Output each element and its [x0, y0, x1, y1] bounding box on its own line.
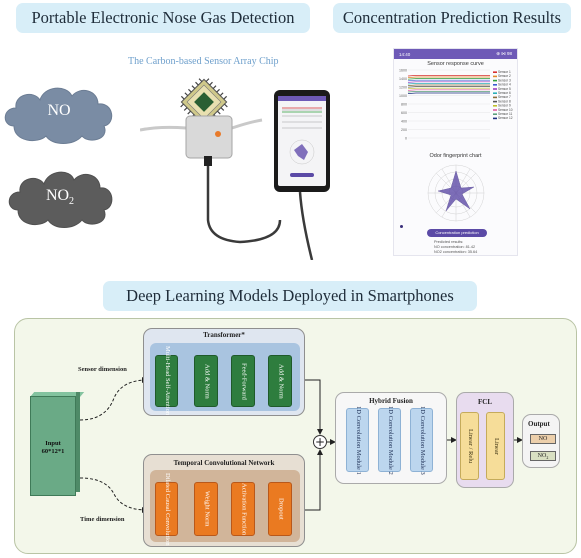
output-no-card: NO: [530, 434, 556, 444]
app-screenshot: 14:40 ⊕ ⋈ 98 Sensor response curve 1600 1…: [393, 48, 518, 256]
weight-norm-block: Weight Norm: [194, 482, 218, 536]
title-portable-nose: Portable Electronic Nose Gas Detection: [16, 3, 310, 33]
y-tick-label: 1400: [399, 77, 407, 81]
hybrid-fusion-title: Hybrid Fusion: [369, 397, 413, 405]
sensor-series-line: [407, 87, 490, 90]
input-tensor-side: [76, 392, 80, 492]
linear-block: Linear: [486, 412, 505, 480]
legend-swatch: [493, 79, 497, 82]
legend-swatch: [493, 100, 497, 103]
legend-swatch: [493, 88, 497, 90]
feed-forward-block: Feed-Forward: [231, 355, 255, 407]
no2-gas-label: NO2: [45, 187, 75, 208]
input-tensor: [30, 396, 76, 496]
title-deep-learning-models: Deep Learning Models Deployed in Smartph…: [103, 281, 477, 311]
legend-swatch: [493, 84, 497, 86]
legend-entry: Sensor 2: [498, 74, 511, 78]
legend-entry: Sensor 12: [498, 116, 513, 120]
y-tick-label: 0: [405, 136, 407, 140]
status-time: 14:40: [399, 51, 411, 57]
sensor-series-line: [407, 86, 490, 88]
legend-swatch: [493, 96, 497, 99]
predicted-results-label: Predicted results:: [434, 240, 464, 244]
legend-entry: Sensor 8: [498, 99, 511, 103]
no-gas-cloud: NO: [0, 80, 118, 146]
sensor-series-line: [407, 81, 490, 83]
sensor-series-line: [407, 91, 490, 93]
chip-caption: The Carbon-based Sensor Array Chip: [128, 56, 279, 67]
odor-fingerprint-title: Odor fingerprint chart: [429, 153, 482, 159]
transformer-title: Transformer*: [203, 331, 245, 339]
y-tick-label: 200: [401, 128, 407, 132]
no2-concentration-result: NO2 concentration: 35.64: [434, 250, 478, 254]
conv-module-2-block: 1D Convolution Module 2: [378, 406, 401, 474]
sensor-chip-icon: [180, 78, 228, 126]
y-tick-label: 600: [401, 111, 407, 115]
legend-entry: Sensor 11: [498, 112, 513, 116]
legend-swatch: [493, 117, 497, 120]
app-status-bar: 14:40 ⊕ ⋈ 98: [394, 49, 517, 59]
add-norm-block-1: Add & Norm: [194, 355, 218, 407]
sensor-series-line: [407, 76, 490, 78]
tcn-title: Temporal Convolutional Network: [173, 459, 275, 467]
legend-swatch: [493, 71, 497, 73]
legend-entry: Sensor 10: [498, 108, 513, 112]
odor-fingerprint-radar: [427, 164, 485, 222]
y-tick-label: 400: [401, 119, 407, 123]
dilated-causal-conv-block: Dilated Causal Convolution: [155, 473, 178, 545]
multi-head-attention-block: Multi-Head Self-Attention: [155, 346, 178, 416]
legend-entry: Sensor 5: [498, 87, 511, 91]
cloud-shape-icon: [8, 171, 113, 228]
legend-swatch: [493, 109, 497, 111]
fcl-title: FCL: [478, 398, 492, 406]
linear-relu-block: Linear / Relu: [460, 412, 479, 480]
y-tick-label: 1200: [399, 85, 407, 89]
sensor-response-title: Sensor response curve: [427, 61, 484, 67]
sensor-dimension-label: Sensor dimension: [78, 366, 127, 373]
legend-entry: Sensor 4: [498, 83, 511, 87]
sensor-series-line: [407, 84, 490, 86]
no2-gas-cloud: NO2: [4, 166, 116, 230]
activation-function-block: Activation Function: [231, 482, 255, 536]
smartphone-icon: [274, 90, 330, 192]
legend-swatch: [493, 75, 497, 78]
legend-swatch: [493, 92, 497, 94]
title-prediction-results: Concentration Prediction Results: [333, 3, 571, 33]
concentration-prediction-button[interactable]: Concentration prediction: [427, 229, 487, 237]
sensor-series-line: [407, 92, 490, 94]
no-concentration-result: NO concentration: 81.42: [434, 245, 476, 249]
no-gas-label: NO: [47, 102, 71, 119]
sensor-series-line: [407, 75, 490, 77]
legend-swatch: [493, 113, 497, 115]
sensor-series-line: [407, 83, 490, 85]
status-icons: ⊕ ⋈ 98: [496, 51, 512, 56]
output-title: Output: [528, 420, 550, 428]
legend-entry: Sensor 3: [498, 78, 511, 82]
cloud-shape-icon: [4, 87, 113, 144]
legend-entry: Sensor 7: [498, 95, 511, 99]
legend-entry: Sensor 1: [498, 70, 511, 74]
legend-entry: Sensor 9: [498, 104, 511, 108]
legend-entry: Sensor 6: [498, 91, 511, 95]
time-dimension-label: Time dimension: [80, 516, 125, 523]
device-illustration: [140, 78, 330, 260]
conv-module-1-block: 1D Convolution Module 1: [346, 406, 369, 474]
add-norm-block-2: Add & Norm: [268, 355, 292, 407]
input-label: Input: [45, 440, 61, 447]
y-tick-label: 800: [401, 102, 407, 106]
sensor-series-line: [407, 89, 490, 91]
dropout-block: Dropout: [268, 482, 292, 536]
sensor-series-line: [407, 79, 490, 82]
y-tick-label: 1600: [399, 68, 407, 72]
legend-swatch: [493, 105, 497, 107]
input-shape: 60*12*1: [41, 448, 65, 456]
indicator-dot: [400, 225, 403, 228]
conv-module-3-block: 1D Convolution Module 3: [410, 406, 433, 474]
output-no2-card: NO2: [530, 451, 556, 461]
add-merge-icon: +: [313, 435, 327, 449]
input-tensor-label: Input 60*12*1: [30, 440, 76, 457]
sensor-series-line: [407, 78, 490, 80]
y-tick-label: 1000: [399, 94, 407, 98]
